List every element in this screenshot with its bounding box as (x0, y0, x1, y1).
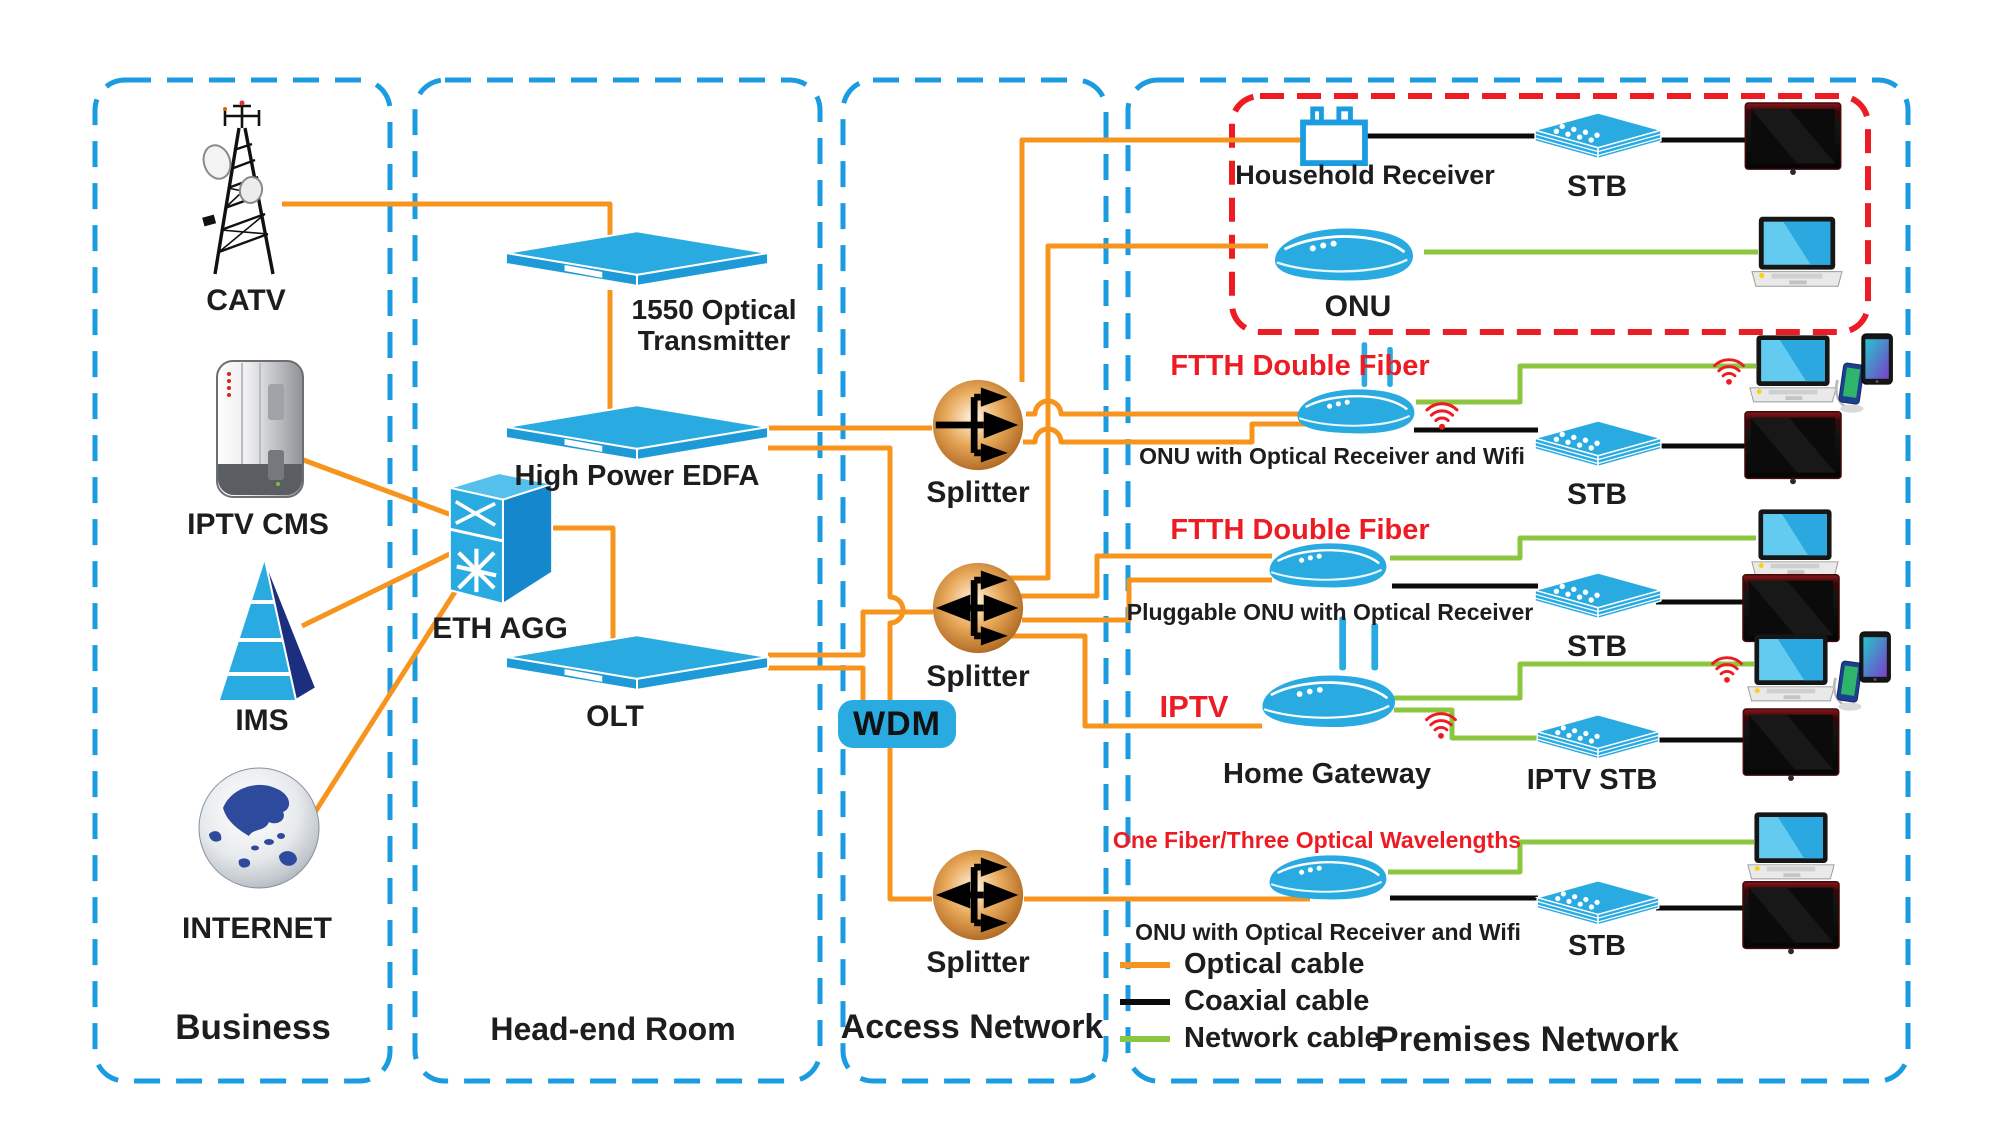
zone-business-label: Business (175, 1008, 331, 1047)
household-receiver-icon (1303, 109, 1365, 163)
home-gateway-label: Home Gateway (1223, 758, 1431, 790)
catv-tower-icon (197, 98, 275, 276)
iptv-stb-icon (1536, 714, 1660, 760)
iptv-stb-label: IPTV STB (1526, 764, 1658, 796)
wifi-icon-row3-laptop (1713, 358, 1745, 387)
home-gateway-icon (1260, 614, 1397, 729)
stb3-label: STB (1567, 630, 1627, 663)
internet-globe-icon (198, 767, 320, 889)
legend-network-label: Network cable (1184, 1022, 1381, 1054)
stb1-label: STB (1567, 170, 1627, 203)
zone-headend-label: Head-end Room (490, 1011, 736, 1047)
legend-optical-label: Optical cable (1184, 948, 1365, 980)
ims-label: IMS (235, 704, 289, 737)
row4-tag-label: FTTH Double Fiber (1170, 514, 1430, 546)
wdm-label: WDM (853, 704, 941, 743)
olt-label: OLT (586, 700, 644, 733)
internet-label: INTERNET (182, 912, 332, 945)
tv4-icon (1742, 708, 1840, 782)
stb3-icon (1534, 572, 1662, 620)
zone-headend-box (412, 77, 823, 1084)
onu-row3-label: ONU with Optical Receiver and Wifi (1139, 443, 1525, 469)
splitter3-label: Splitter (926, 946, 1030, 979)
optical-transmitter-icon (504, 230, 770, 287)
pluggable-onu-row4-icon (1268, 542, 1388, 589)
stb2-label: STB (1567, 478, 1627, 511)
phone-row3-icon (1834, 362, 1866, 414)
wifi-icon-row5-laptop (1711, 656, 1743, 685)
eth-agg-label: ETH AGG (432, 612, 568, 645)
wifi-icon-row3-device (1425, 402, 1459, 432)
legend: Optical cable Coaxial cable Network cabl… (1118, 946, 1381, 1057)
row6-tag-label: One Fiber/Three Optical Wavelengths (1112, 827, 1522, 853)
iptv-cms-server-icon (216, 360, 304, 498)
catv-label: CATV (206, 284, 286, 317)
onu-row2-icon (1273, 227, 1415, 283)
coaxial-cable-swatch (1120, 998, 1170, 1005)
iptv-cms-label: IPTV CMS (187, 508, 329, 541)
network-cables (1388, 249, 1758, 875)
legend-item-coaxial: Coaxial cable (1118, 983, 1381, 1020)
zone-access-box (840, 77, 1109, 1084)
tv5-icon (1742, 880, 1840, 956)
zone-access-label: Access Network (840, 1008, 1104, 1046)
laptop-row2-icon (1751, 216, 1843, 287)
stb1-icon (1534, 112, 1662, 160)
legend-item-optical: Optical cable (1118, 946, 1381, 983)
legend-coaxial-label: Coaxial cable (1184, 985, 1370, 1017)
phone-row5-icon (1832, 660, 1864, 712)
laptop-row5-icon (1747, 633, 1835, 702)
onu-row4-label: Pluggable ONU with Optical Receiver (1126, 599, 1534, 625)
splitter1-label: Splitter (926, 476, 1030, 509)
laptop-row3-icon (1749, 334, 1837, 403)
household-receiver-label: Household Receiver (1235, 160, 1495, 190)
laptop-row4-icon (1751, 508, 1839, 577)
legend-item-network: Network cable (1118, 1020, 1381, 1057)
edfa-icon (504, 404, 770, 461)
stb4-label: STB (1568, 930, 1626, 962)
edfa-label: High Power EDFA (514, 460, 760, 492)
stb2-icon (1534, 420, 1662, 468)
eth-agg-switch-icon (450, 473, 552, 604)
highlight-red-box (1229, 93, 1871, 335)
ims-pyramid-icon (218, 560, 318, 700)
tablet-row5-icon (1859, 631, 1891, 683)
network-cable-swatch (1120, 1035, 1170, 1042)
tv1-icon (1744, 102, 1842, 176)
optical-cable-swatch (1120, 961, 1170, 968)
row5-tag-label: IPTV (1159, 689, 1229, 724)
laptop-row6-icon (1747, 811, 1835, 880)
stb4-icon (1536, 880, 1660, 926)
splitter2-label: Splitter (926, 660, 1030, 693)
zone-premises-label: Premises Network (1375, 1020, 1679, 1059)
onu-row2-label: ONU (1324, 290, 1392, 323)
coaxial-cables (1366, 133, 1750, 911)
row3-tag-label: FTTH Double Fiber (1170, 350, 1430, 382)
splitter1-icon (933, 380, 1023, 470)
wdm-device: WDM (838, 700, 956, 748)
splitter2-icon (933, 563, 1023, 653)
tablet-row3-icon (1861, 333, 1893, 385)
onu-row6-icon (1268, 854, 1388, 901)
optical-transmitter-label: 1550 Optical Transmitter (631, 294, 797, 357)
splitter3-icon (933, 850, 1023, 940)
onu-row6-label: ONU with Optical Receiver and Wifi (1135, 919, 1521, 945)
optical-cables (282, 137, 1312, 902)
tv2-icon (1744, 410, 1842, 486)
zone-business-box (92, 77, 393, 1084)
